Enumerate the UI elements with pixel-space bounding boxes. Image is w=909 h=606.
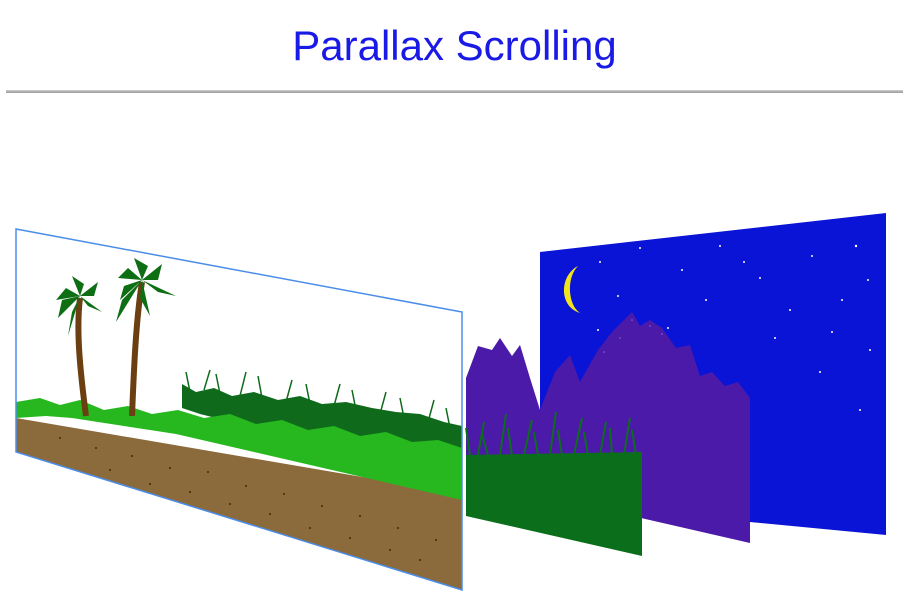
title-divider xyxy=(6,90,903,93)
foreground-frame xyxy=(15,228,463,592)
foreground-layer xyxy=(15,228,463,592)
foreground-grass xyxy=(16,398,462,500)
page-title: Parallax Scrolling xyxy=(292,22,617,69)
foreground-dirt xyxy=(16,418,462,590)
foreground-grass-blades xyxy=(185,369,451,429)
stars xyxy=(597,244,871,411)
grass-blades xyxy=(465,411,637,456)
palm-tree-right xyxy=(116,258,176,417)
mountain-dots xyxy=(603,319,663,353)
dirt-specks xyxy=(59,437,437,561)
grass-panel xyxy=(466,452,642,556)
grass-layer xyxy=(465,411,642,556)
moon-icon xyxy=(564,266,580,313)
palm-tree-left xyxy=(56,276,102,417)
